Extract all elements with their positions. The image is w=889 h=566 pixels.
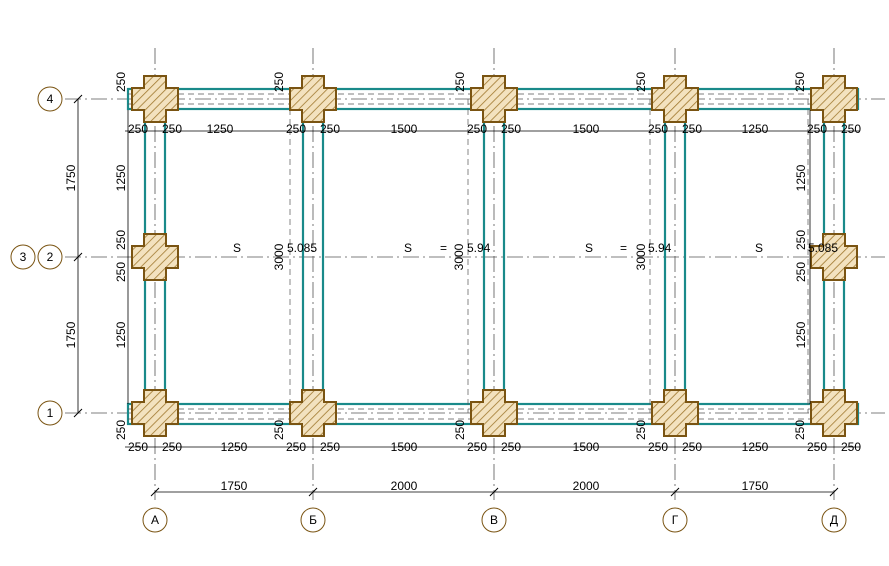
column-spacing-dims: 1750 2000 2000 1750 xyxy=(150,479,839,497)
post-4 xyxy=(470,75,518,123)
post-7 xyxy=(651,389,699,437)
post-size-bottom-left-3: 250 xyxy=(648,440,668,454)
row-spacing-dims: 1750 1750 xyxy=(64,94,83,418)
post-size-top-right-1: 250 xyxy=(320,122,340,136)
bay-2-s: S xyxy=(404,241,412,255)
bay-2-value: 5.94 xyxy=(467,241,491,255)
post-size-bottom-right-0: 250 xyxy=(162,440,182,454)
row-spacing-2: 1750 xyxy=(64,321,78,348)
post-size-vert-top-3: 250 xyxy=(634,72,648,92)
bay-3-eq: = xyxy=(620,241,627,255)
post-size-top-right-4: 250 xyxy=(841,122,861,136)
bay-4-s: S xyxy=(755,241,763,255)
axis-bubble-d: Д xyxy=(830,513,838,527)
bay-span-3: 3000 xyxy=(634,243,648,270)
post-size-bottom-left-4: 250 xyxy=(807,440,827,454)
post-size-top-left-3: 250 xyxy=(648,122,668,136)
vertical-segment-dims: 1250 1250 1250 1250 xyxy=(114,110,811,404)
post-size-vert-bottom-0: 250 xyxy=(114,420,128,440)
clear-span-top-3: 1500 xyxy=(573,122,600,136)
post-size-bottom-left-2: 250 xyxy=(467,440,487,454)
axis-bubbles: А Б В Г Д 4 2 3 1 xyxy=(10,86,847,533)
column-spacing-1: 1750 xyxy=(221,479,248,493)
post-size-vert-top-4: 250 xyxy=(793,72,807,92)
post-size-vert-bottom-1: 250 xyxy=(272,420,286,440)
clear-span-top-1: 1250 xyxy=(207,122,234,136)
post-size-mid-right-upper: 250 xyxy=(794,230,808,250)
post-1 xyxy=(131,389,179,437)
post-size-top-left-4: 250 xyxy=(807,122,827,136)
post-6 xyxy=(651,75,699,123)
clear-span-bottom-2: 1500 xyxy=(391,440,418,454)
segment-right-upper: 1250 xyxy=(794,164,808,191)
axis-bubble-v: В xyxy=(490,513,498,527)
bay-2-eq: = xyxy=(440,241,447,255)
clear-span-top-4: 1250 xyxy=(742,122,769,136)
post-size-bottom-right-1: 250 xyxy=(320,440,340,454)
post-10 xyxy=(131,233,179,281)
column-spacing-4: 1750 xyxy=(742,479,769,493)
post-size-vert-top-1: 250 xyxy=(272,72,286,92)
post-size-top-right-2: 250 xyxy=(501,122,521,136)
row-spacing-1: 1750 xyxy=(64,164,78,191)
axis-bubble-2: 2 xyxy=(47,250,54,264)
bay-area-labels: S 5.085 S = 5.94 S = 5.94 S 5.085 xyxy=(233,241,838,255)
bay-4-value: 5.085 xyxy=(808,241,838,255)
post-size-vert-bottom-4: 250 xyxy=(793,420,807,440)
bottom-dimensions: 1250 1500 1500 1250 xyxy=(125,440,860,454)
clear-span-top-2: 1500 xyxy=(391,122,418,136)
post-2 xyxy=(289,75,337,123)
clear-span-bottom-3: 1500 xyxy=(573,440,600,454)
post-size-top-left-1: 250 xyxy=(286,122,306,136)
post-size-top-right-0: 250 xyxy=(162,122,182,136)
post-size-vert-top-0: 250 xyxy=(114,72,128,92)
post-size-top-left-0: 250 xyxy=(128,122,148,136)
post-8 xyxy=(810,75,858,123)
post-5 xyxy=(470,389,518,437)
top-dimensions: 1250 1500 1500 1250 xyxy=(125,122,860,136)
post-0 xyxy=(131,75,179,123)
clear-span-bottom-1: 1250 xyxy=(221,440,248,454)
post-9 xyxy=(810,389,858,437)
axis-bubble-b: Б xyxy=(309,513,317,527)
post-size-bottom-left-0: 250 xyxy=(128,440,148,454)
bay-3-value: 5.94 xyxy=(648,241,672,255)
bay-span-labels: 3000 3000 3000 xyxy=(272,243,648,270)
post-size-bottom-left-1: 250 xyxy=(286,440,306,454)
column-spacing-2: 2000 xyxy=(391,479,418,493)
post-size-bottom-right-3: 250 xyxy=(682,440,702,454)
post-size-bottom-right-4: 250 xyxy=(841,440,861,454)
post-size-vert-bottom-3: 250 xyxy=(634,420,648,440)
column-spacing-3: 2000 xyxy=(573,479,600,493)
post-size-vert-bottom-2: 250 xyxy=(453,420,467,440)
post-11 xyxy=(810,233,858,281)
post-size-top-right-3: 250 xyxy=(682,122,702,136)
segment-right-lower: 1250 xyxy=(794,321,808,348)
segment-left-upper: 1250 xyxy=(114,164,128,191)
axis-lines xyxy=(65,48,885,500)
axis-bubble-g: Г xyxy=(672,513,679,527)
bay-1-value: 5.085 xyxy=(287,241,317,255)
bay-span-2: 3000 xyxy=(452,243,466,270)
post-size-bottom-right-2: 250 xyxy=(501,440,521,454)
bay-3-s: S xyxy=(585,241,593,255)
segment-left-lower: 1250 xyxy=(114,321,128,348)
post-3 xyxy=(289,389,337,437)
post-size-vert-top-2: 250 xyxy=(453,72,467,92)
beams xyxy=(126,87,860,426)
axis-bubble-a: А xyxy=(151,513,159,527)
post-size-top-left-2: 250 xyxy=(467,122,487,136)
bay-1-s: S xyxy=(233,241,241,255)
bay-span-1: 3000 xyxy=(272,243,286,270)
post-size-mid-left-lower: 250 xyxy=(114,262,128,282)
clear-span-bottom-4: 1250 xyxy=(742,440,769,454)
axis-bubble-1: 1 xyxy=(47,406,54,420)
post-size-mid-right-lower: 250 xyxy=(794,262,808,282)
post-size-mid-left-upper: 250 xyxy=(114,230,128,250)
posts xyxy=(131,75,858,437)
axis-bubble-4: 4 xyxy=(47,92,54,106)
axis-bubble-3: 3 xyxy=(20,250,27,264)
